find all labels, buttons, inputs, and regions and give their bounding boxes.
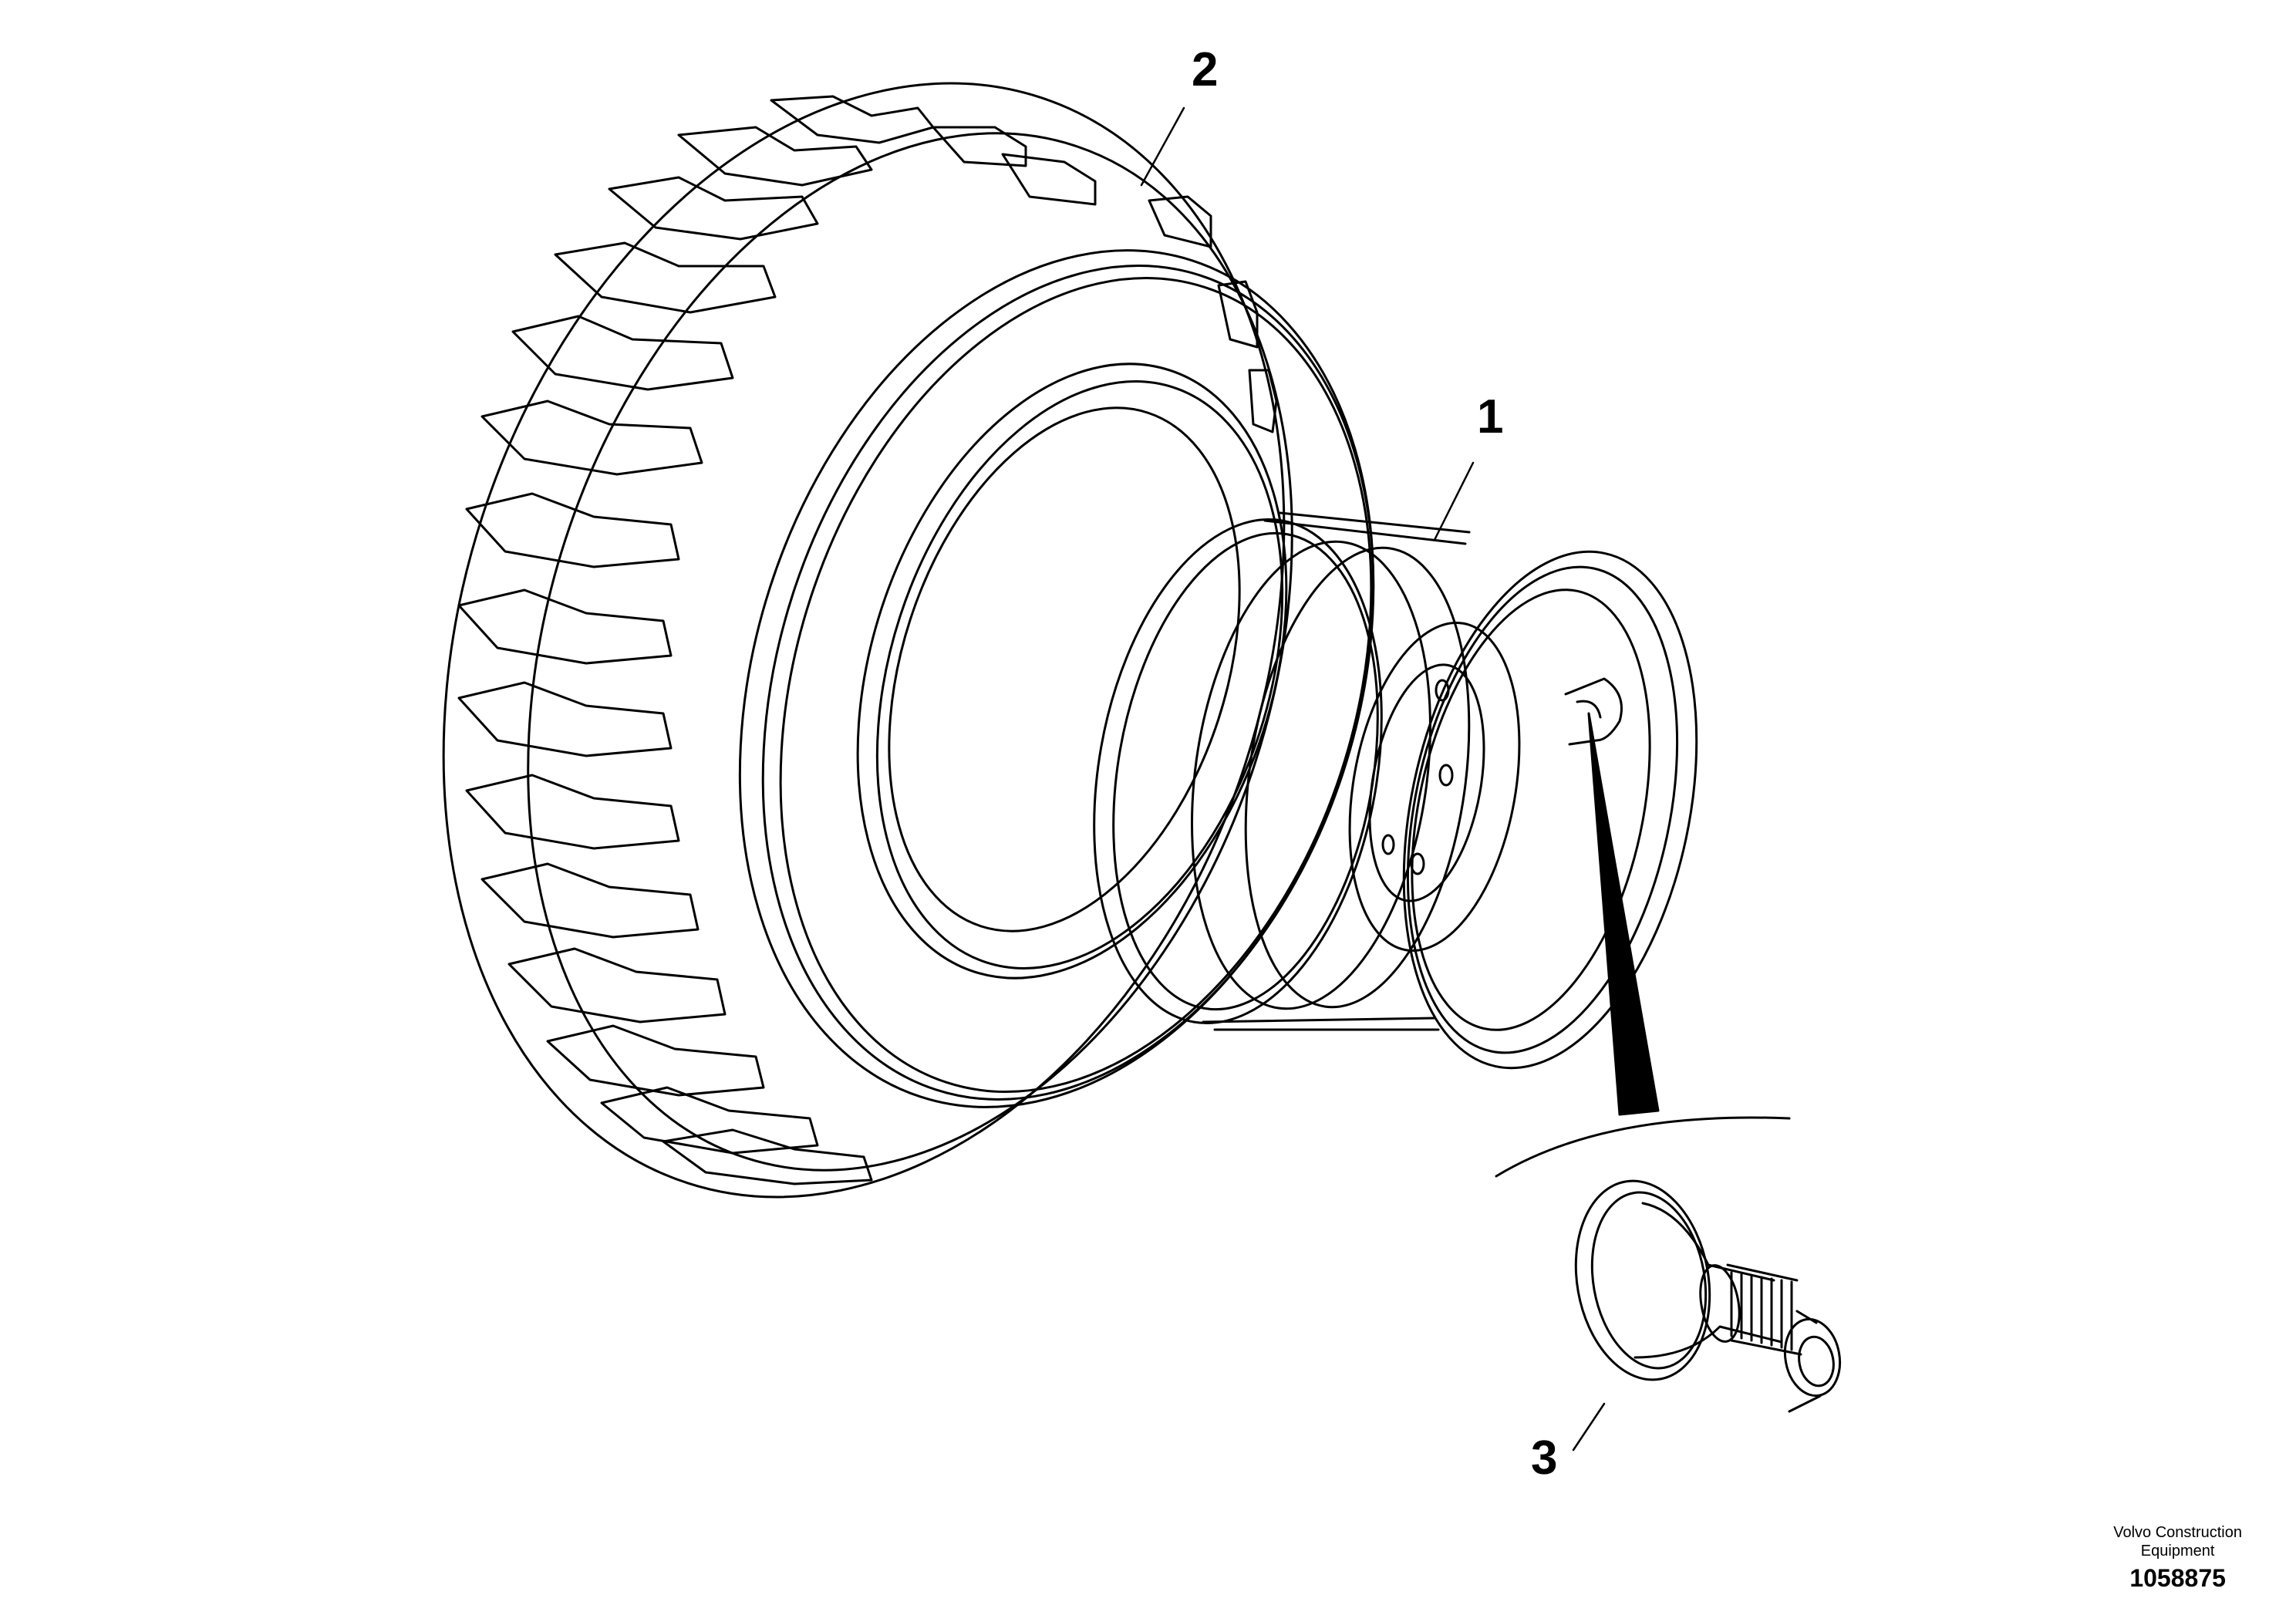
valve-stem [1699, 1263, 1842, 1413]
tread-lugs [457, 95, 1278, 1185]
leader-2 [1140, 106, 1185, 187]
bolt-holes [1381, 679, 1454, 875]
callout-2: 2 [1192, 43, 1219, 96]
figure-number: 1058875 [2129, 1564, 2226, 1592]
callout-3: 3 [1531, 1431, 1558, 1485]
brand-line2: Equipment [2140, 1543, 2215, 1560]
leader-3 [1572, 1402, 1606, 1452]
detail-leader [1587, 712, 1660, 1116]
brand-block: Volvo Construction Equipment 1058875 [2113, 1523, 2242, 1593]
valve-detail [1495, 1116, 1842, 1413]
leader-1 [1433, 461, 1475, 541]
brand-line1: Volvo Construction [2113, 1524, 2242, 1541]
tyre [442, 82, 1375, 1199]
callout-1: 1 [1477, 390, 1504, 443]
rim [1093, 511, 1698, 1070]
callout-leaders [1140, 106, 1606, 1452]
